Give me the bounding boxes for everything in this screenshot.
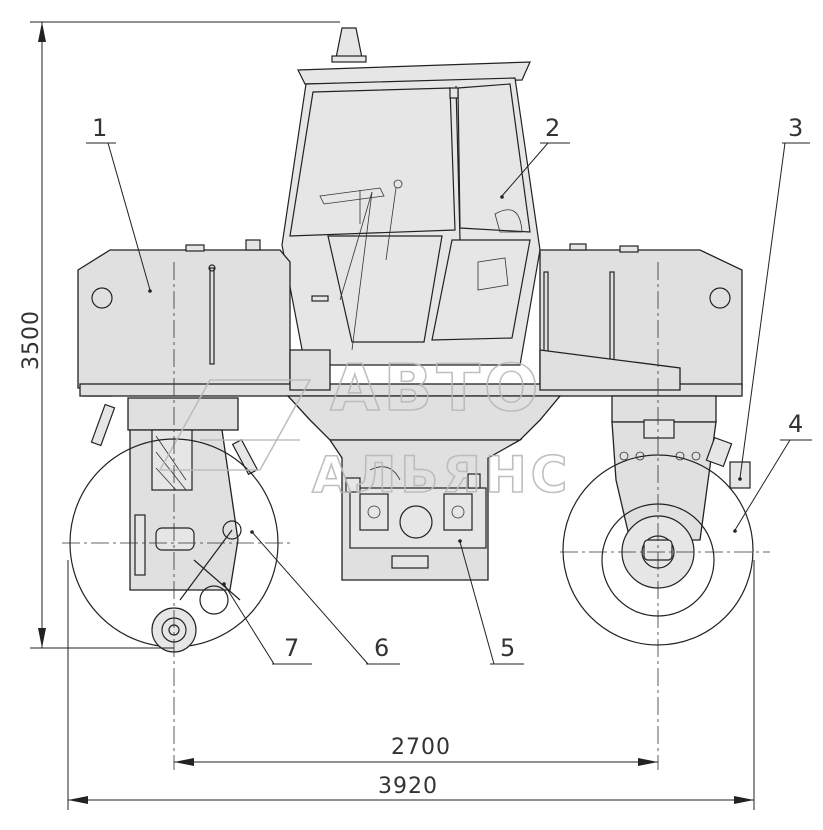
watermark-line-2: АЛЬЯНС xyxy=(312,446,571,504)
callout-6: 6 xyxy=(250,530,400,665)
watermark: АВТО АЛЬЯНС xyxy=(158,351,571,505)
length-value: 3920 xyxy=(378,774,438,799)
rear-wheel-fork xyxy=(611,395,751,541)
callout-5-label: 5 xyxy=(500,634,515,662)
height-dimension: 3500 xyxy=(19,21,340,649)
hydraulic-pump-unit xyxy=(286,395,562,581)
callout-4: 4 xyxy=(733,410,812,533)
front-drum-fork xyxy=(90,397,259,615)
lower-body-left xyxy=(289,349,331,391)
callout-5: 5 xyxy=(458,539,524,665)
watermark-line-1: АВТО xyxy=(330,352,542,426)
engine-hood-left xyxy=(77,239,291,397)
centre-lines xyxy=(62,262,770,770)
callout-1-label: 1 xyxy=(92,114,107,142)
callout-4-label: 4 xyxy=(788,410,803,438)
callout-3: 3 xyxy=(738,114,810,481)
beacon-light xyxy=(331,27,367,63)
callout-7-label: 7 xyxy=(284,634,299,662)
wheelbase-dimension: 2700 xyxy=(174,735,658,766)
callout-6-label: 6 xyxy=(374,634,389,662)
callout-2-label: 2 xyxy=(545,114,560,142)
callout-7: 7 xyxy=(222,582,312,665)
lower-body-right xyxy=(539,349,681,391)
callout-2: 2 xyxy=(500,114,570,199)
height-value: 3500 xyxy=(19,310,44,370)
cab xyxy=(281,61,541,366)
callout-3-label: 3 xyxy=(788,114,803,142)
length-dimension: 3920 xyxy=(67,560,755,810)
wheelbase-value: 2700 xyxy=(391,735,451,760)
callout-1: 1 xyxy=(86,114,152,293)
